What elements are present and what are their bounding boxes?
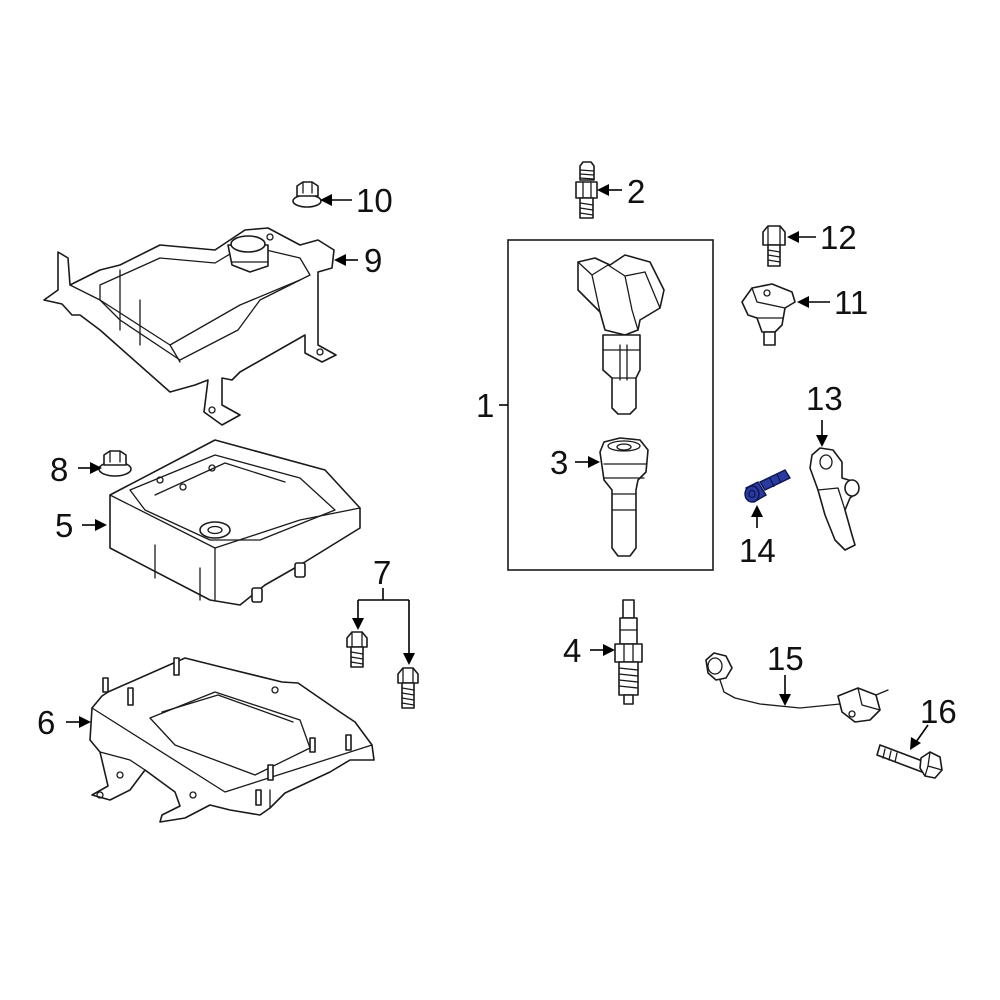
part-5-module[interactable] [109,439,361,606]
part-4-spark-plug[interactable] [614,599,643,705]
part-14-bolt-highlighted[interactable] [744,469,792,503]
leader-lines [66,184,929,750]
callout-16: 16 [920,693,957,730]
callout-6: 6 [37,704,55,741]
part-7-bolt-b[interactable] [397,667,419,709]
callout-13: 13 [806,380,843,417]
part-8-nut[interactable] [98,450,132,477]
part-1-ignition-coil[interactable] [577,254,665,415]
callout-11: 11 [834,284,868,321]
callout-1: 1 [476,387,494,424]
part-15-harness[interactable] [705,652,889,723]
callout-4: 4 [563,632,581,669]
part-13-sensor-bracket[interactable] [809,447,860,551]
callout-2: 2 [627,173,645,210]
part-9-cover[interactable] [43,227,337,426]
callout-7: 7 [373,554,391,591]
part-16-bolt[interactable] [876,744,943,779]
callout-12: 12 [820,219,857,256]
callout-8: 8 [50,451,68,488]
part-7-bolt-a[interactable] [346,631,368,668]
part-11-sensor[interactable] [741,283,796,346]
part-6-bracket[interactable] [89,657,375,823]
part-3-boot[interactable] [599,437,649,557]
part-10-nut[interactable] [292,181,322,208]
callout-9: 9 [364,242,382,279]
callout-15: 15 [767,640,804,677]
callout-14: 14 [739,532,776,569]
callout-5: 5 [55,507,73,544]
callout-3: 3 [550,444,568,481]
part-2-stud[interactable] [575,161,598,219]
part-12-bolt[interactable] [762,225,786,267]
callout-10: 10 [356,182,393,219]
